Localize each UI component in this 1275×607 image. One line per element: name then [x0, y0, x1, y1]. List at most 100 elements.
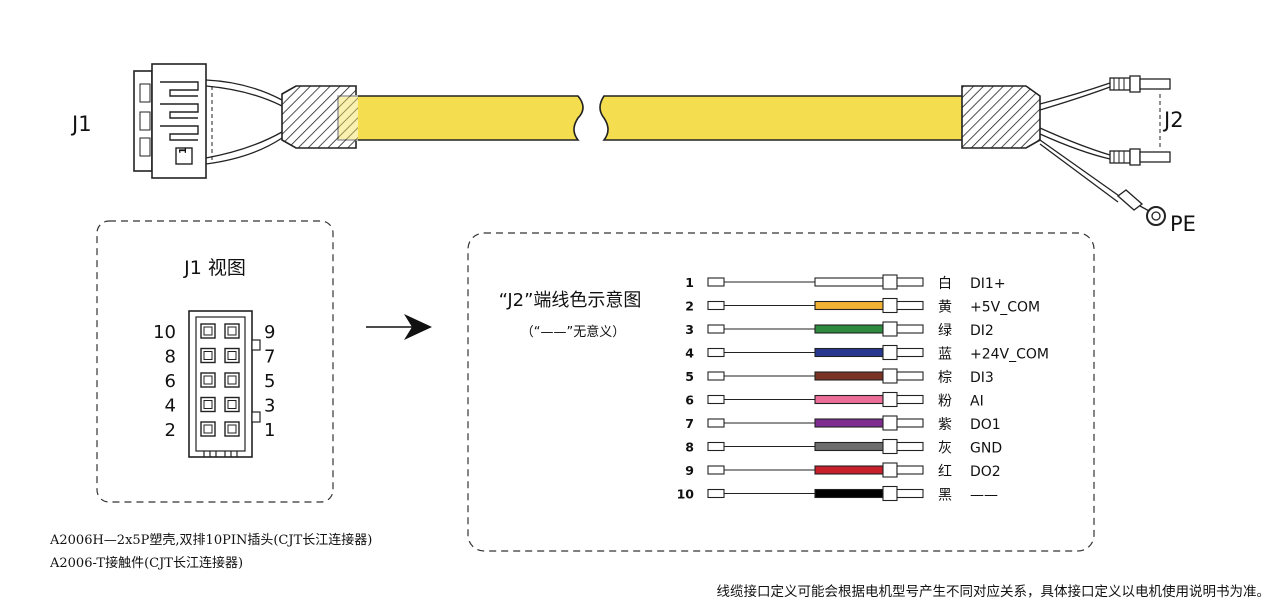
wire-ferrule: [882, 274, 898, 290]
pin-cell-inner: [227, 375, 237, 385]
cable-segment-right: [599, 95, 969, 141]
footer-note: 线缆接口定义可能会根据电机型号产生不同对应关系，具体接口定义以电机使用说明书为准…: [717, 583, 1271, 600]
wire-signal-name: ——: [970, 488, 998, 504]
wire-color-swatch: [814, 277, 884, 287]
pin-cell-inner: [203, 375, 213, 385]
wire-pin-tip: [896, 441, 924, 452]
wire-color-swatch: [814, 418, 884, 428]
connector-note-contact: A2006-T接触件(CJT长江连接器): [49, 555, 243, 571]
pin-one-marker: 1: [178, 147, 189, 154]
wire-left-terminal: [707, 441, 725, 452]
wire-color-name: 蓝: [938, 347, 952, 363]
wire-signal-name: DI1+: [970, 276, 1006, 292]
pin-cell-inner: [227, 424, 237, 434]
wire-color-swatch: [814, 324, 884, 334]
j1-pin-label-right: 5: [264, 371, 275, 392]
wire-row: 10 黑 ——: [677, 485, 998, 504]
wire-left-terminal: [707, 300, 725, 311]
wire-left-terminal: [707, 277, 725, 287]
wire-pin-number: 1: [685, 275, 694, 290]
j1-pin-label-right: 1: [264, 420, 275, 441]
cable-segment-left: [337, 95, 584, 141]
j1-pin-label-right: 9: [264, 322, 275, 343]
j1-pin-cells: [200, 323, 240, 437]
wire-left-terminal: [707, 418, 725, 428]
wire-signal-name: +5V_COM: [970, 300, 1040, 316]
j2-terminal-lower: [1109, 148, 1171, 166]
wire-color-name: 白: [938, 276, 952, 292]
wire-signal-name: AI: [970, 394, 984, 410]
wire-signal-name: +24V_COM: [970, 347, 1049, 363]
j2-label: J2: [1162, 108, 1184, 132]
wire-pin-tip: [896, 488, 924, 499]
wire-pin-number: 4: [685, 346, 694, 361]
wire-row: 1 白 DI1+: [685, 274, 1006, 292]
wire-ferrule: [882, 462, 898, 478]
wire-pin-number: 5: [685, 369, 694, 384]
j1-wires: [205, 79, 283, 165]
wire-signal-name: DI3: [970, 370, 994, 386]
wire-ferrule: [882, 344, 898, 361]
wire-signal-name: DI2: [970, 323, 994, 339]
wire-signal-name: GND: [970, 441, 1002, 457]
wire-pin-number: 9: [685, 463, 694, 478]
wire-pin-number: 7: [685, 416, 694, 431]
j1-pin-label-left: 2: [165, 420, 176, 441]
j1-pin-label-left: 10: [153, 322, 176, 343]
j1-view-title: J1 视图: [183, 257, 246, 279]
wire-pin-number: 6: [685, 393, 694, 408]
j1-pin-label-right: 3: [264, 396, 275, 417]
wire-ferrule: [882, 415, 898, 431]
j1-pin-label-left: 4: [165, 396, 176, 417]
wire-color-swatch: [814, 371, 884, 381]
wire-pin-tip: [896, 371, 924, 381]
wire-signal-name: DO1: [970, 417, 1001, 433]
wire-row: 8 灰 GND: [685, 438, 1002, 457]
wire-pin-tip: [896, 418, 924, 428]
wire-ferrule: [882, 391, 898, 408]
wire-color-name: 绿: [938, 323, 952, 339]
cable-overlap: [336, 95, 358, 141]
wire-pin-number: 8: [685, 440, 694, 455]
wire-color-name: 红: [938, 464, 952, 480]
pin-cell-inner: [203, 424, 213, 434]
wire-row: 7 紫 DO1: [685, 415, 1001, 433]
pin-cell-inner: [203, 351, 213, 360]
wire-pin-tip: [896, 324, 924, 334]
pin-cell-inner: [227, 326, 237, 336]
wire-left-terminal: [707, 394, 725, 405]
wire-left-terminal: [707, 488, 725, 499]
wire-color-swatch: [814, 441, 884, 452]
wire-row: 5 棕 DI3: [685, 368, 994, 386]
j2-wires: [1039, 82, 1123, 203]
wire-color-name: 紫: [938, 417, 952, 433]
pin-cell-inner: [227, 400, 237, 409]
wire-ferrule: [882, 321, 898, 337]
j2-terminal-upper: [1109, 75, 1171, 93]
pe-label: PE: [1170, 212, 1196, 236]
wire-pin-number: 10: [677, 487, 695, 502]
wire-ferrule: [882, 438, 898, 455]
j1-pin-label-right: 7: [264, 347, 275, 368]
wire-pin-tip: [896, 465, 924, 475]
connector-note-housing: A2006H—2x5P塑壳,双排10PIN插头(CJT长江连接器): [49, 532, 372, 548]
wire-color-name: 棕: [938, 370, 952, 386]
wire-color-name: 灰: [938, 441, 952, 457]
wire-pin-number: 2: [685, 299, 694, 314]
wire-pin-tip: [896, 300, 924, 311]
wire-color-swatch: [814, 465, 884, 475]
wire-pin-tip: [896, 277, 924, 287]
j2-diagram-title: “J2”端线色示意图: [499, 290, 642, 311]
wire-pin-tip: [896, 347, 924, 358]
wire-left-terminal: [707, 465, 725, 475]
wire-pin-tip: [896, 394, 924, 405]
wire-color-name: 黑: [938, 488, 952, 504]
j1-connector: [133, 63, 213, 179]
wire-left-terminal: [707, 371, 725, 381]
wire-color-swatch: [814, 488, 884, 499]
